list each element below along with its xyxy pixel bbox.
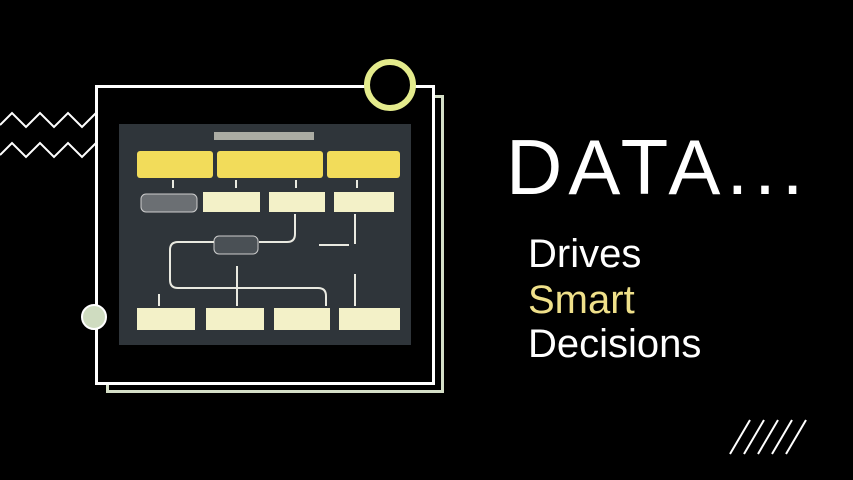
dot-decoration [81, 304, 107, 330]
grey-box [140, 193, 198, 213]
headline: DATA... [506, 123, 810, 211]
zigzag-decoration [0, 111, 97, 159]
connector-arrows [158, 180, 358, 306]
slash-lines-decoration [729, 419, 807, 455]
diagram-title-scribble [214, 132, 314, 140]
ring-decoration [364, 59, 416, 111]
tagline-line-1: Drives [528, 232, 642, 276]
top-boxes [137, 151, 400, 178]
tagline-line-2-highlight: Smart [528, 278, 635, 322]
flowchart-image [119, 124, 411, 345]
tagline-line-3: Decisions [528, 322, 702, 366]
